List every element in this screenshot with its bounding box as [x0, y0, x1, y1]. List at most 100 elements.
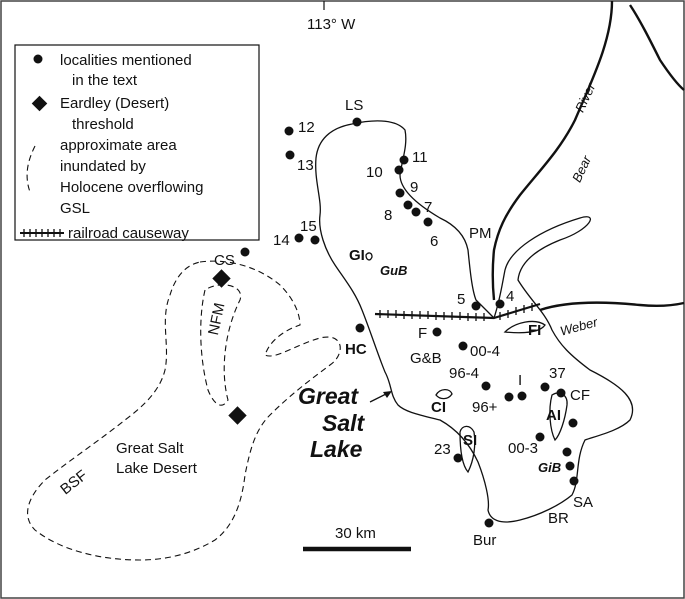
threshold-diamond-south — [228, 406, 247, 425]
locality-dot — [284, 126, 294, 136]
locality-label: 5 — [457, 291, 465, 308]
upper-river — [629, 4, 685, 91]
bear-river-label-bear: Bear — [569, 153, 594, 185]
locality-label: 00-4 — [470, 343, 500, 360]
locality-dot — [504, 392, 514, 402]
locality-dot — [471, 301, 481, 311]
inundation-area — [27, 260, 341, 561]
legend-dash-line2: inundated by — [60, 158, 146, 175]
locality-label: Bur — [473, 532, 496, 549]
legend-diamond-line1: Eardley (Desert) — [60, 95, 169, 112]
locality-label: 00-3 — [508, 440, 538, 457]
locality-label: 11 — [412, 149, 428, 166]
locality-dots — [240, 117, 579, 528]
locality-dot — [569, 476, 579, 486]
promontory-label: PM — [469, 225, 492, 242]
legend-causeway-ticks — [23, 229, 61, 237]
locality-label: 13 — [297, 157, 314, 174]
lake-title-line2: Salt — [322, 410, 366, 436]
locality-label: 96+ — [472, 399, 498, 416]
fremont-island-label: FI — [528, 322, 541, 339]
locality-dot — [540, 382, 550, 392]
railroad-causeway — [374, 302, 541, 321]
fremont-island — [503, 320, 546, 334]
lake-title-line1: Great — [298, 383, 359, 409]
legend-box — [14, 44, 260, 241]
locality-label: LS — [345, 97, 363, 114]
locality-dot — [562, 447, 572, 457]
locality-dot — [403, 200, 413, 210]
locality-label: 23 — [434, 441, 451, 458]
legend-diamond-symbol — [31, 95, 48, 112]
locality-dot — [423, 217, 433, 227]
locality-label: F — [418, 325, 427, 342]
stansbury-island-label: SI — [463, 432, 477, 449]
lake-shoreline — [315, 120, 634, 523]
locality-label: 9 — [410, 179, 418, 196]
legend-dash-line4: GSL — [60, 200, 90, 217]
locality-dot — [565, 461, 575, 471]
lake-title-arrowhead — [383, 391, 392, 398]
locality-label: 14 — [273, 232, 290, 249]
legend-diamond-line2: threshold — [72, 116, 134, 133]
locality-label: G&B — [410, 350, 442, 367]
legend-dash-line3: Holocene overflowing — [60, 179, 203, 196]
locality-label: BR — [548, 510, 569, 527]
legend-dot-line2: in the text — [72, 72, 138, 89]
locality-dot — [395, 188, 405, 198]
legend-dash-symbol — [26, 145, 36, 193]
locality-label: 12 — [298, 119, 315, 136]
locality-dot — [495, 299, 505, 309]
locality-dot — [535, 432, 545, 442]
bear-river-label-river: River — [572, 80, 599, 114]
locality-label: 96-4 — [449, 365, 479, 382]
locality-labels: LS 12 13 11 10 9 8 7 6 15 14 CS 5 4 F G&… — [214, 97, 593, 549]
locality-label: 7 — [424, 199, 432, 216]
legend-dash-line1: approximate area — [60, 137, 177, 154]
weber-river — [539, 301, 685, 312]
locality-dot — [432, 327, 442, 337]
nfm-channel — [200, 284, 242, 406]
locality-dot — [556, 388, 566, 398]
scale-label: 30 km — [335, 525, 376, 542]
hat-island-label: HC — [345, 341, 367, 358]
locality-label: 8 — [384, 207, 392, 224]
legend: localities mentioned in the text Eardley… — [14, 44, 260, 242]
gilbert-bay-label: GiB — [538, 460, 561, 475]
locality-dot — [517, 391, 527, 401]
locality-dot — [481, 381, 491, 391]
gunnison-island-label: GI — [349, 247, 365, 264]
legend-causeway-label: railroad causeway — [68, 225, 189, 242]
bsf-label: BSF — [57, 467, 90, 498]
desert-label-line1: Great Salt — [116, 440, 184, 457]
locality-dot — [453, 453, 463, 463]
gunnison-bay-label: GuB — [380, 263, 407, 278]
locality-dot — [355, 323, 365, 333]
locality-dot — [240, 247, 250, 257]
locality-dot — [411, 207, 421, 217]
carrington-island — [435, 388, 453, 400]
carrington-island-label: CI — [431, 399, 446, 416]
legend-dot-line1: localities mentioned — [60, 52, 192, 69]
locality-label: SA — [573, 494, 593, 511]
locality-dot — [285, 150, 295, 160]
locality-dot — [394, 165, 404, 175]
legend-dot-symbol — [33, 54, 43, 64]
nfm-label: NFM — [205, 301, 228, 336]
locality-dot — [294, 233, 304, 243]
bear-river — [491, 0, 614, 301]
locality-label: I — [518, 372, 522, 389]
locality-label: 37 — [549, 365, 566, 382]
locality-label: CF — [570, 387, 590, 404]
locality-label: 4 — [506, 288, 514, 305]
locality-label: 10 — [366, 164, 383, 181]
antelope-island-label: AI — [546, 407, 561, 424]
locality-label: 15 — [300, 218, 317, 235]
locality-label: CS — [214, 252, 235, 269]
locality-label: 6 — [430, 233, 438, 250]
locality-dot — [399, 155, 409, 165]
weber-river-label: Weber — [558, 314, 599, 339]
